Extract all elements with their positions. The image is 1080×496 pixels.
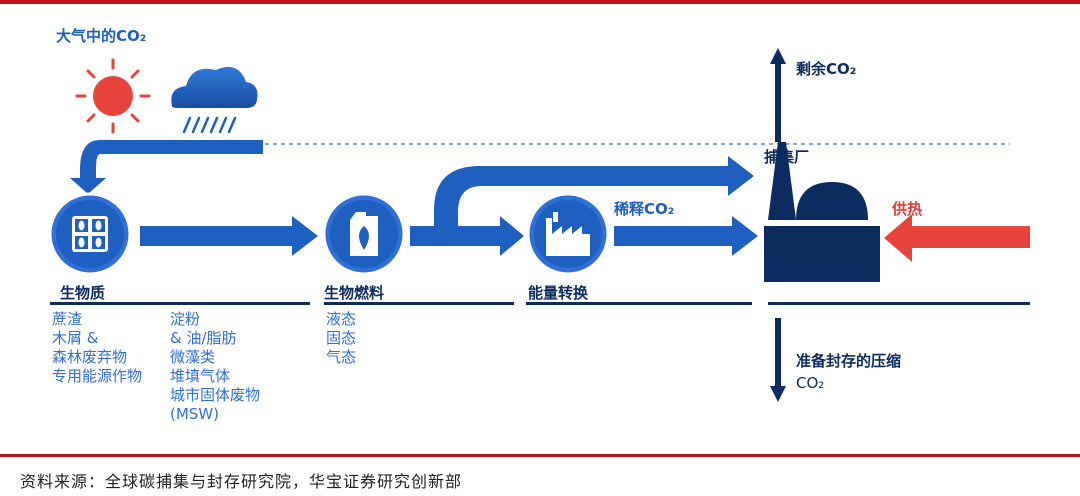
fuel-can-icon — [322, 192, 406, 276]
biofuel-to-energy-arrow — [410, 216, 524, 256]
list-item: 液态 — [326, 310, 357, 328]
residual-co2-arrow — [770, 48, 786, 142]
biomass-extra-list: 淀粉 & 油/脂肪 微藻类 堆填气体 城市固体废物 (MSW) — [170, 310, 260, 424]
heat-supply-arrow — [884, 214, 1030, 262]
energy-to-capture-arrow — [614, 216, 758, 256]
residual-co2-label: 剩余CO₂ — [796, 60, 857, 78]
factory-icon — [526, 192, 610, 276]
atmosphere-label: 大气中的CO₂ — [56, 27, 147, 45]
list-item: 气态 — [326, 348, 357, 366]
stage-baselines — [50, 302, 1030, 305]
energy-label: 能量转换 — [528, 284, 589, 302]
sun-icon — [75, 58, 151, 134]
bottom-border — [0, 454, 1080, 457]
list-item: & 油/脂肪 — [170, 329, 237, 347]
storage-label: 准备封存的压缩 CO₂ — [796, 350, 901, 394]
biomass-label: 生物质 — [60, 284, 106, 302]
list-item: 专用能源作物 — [52, 367, 143, 385]
list-item: 堆填气体 — [170, 367, 231, 385]
biomass-to-biofuel-arrow — [140, 216, 318, 256]
storage-label-line1: 准备封存的压缩 — [796, 352, 902, 370]
storage-label-line2: CO₂ — [796, 374, 825, 392]
heat-supply-label: 供热 — [892, 200, 923, 218]
biomass-icon — [48, 192, 132, 276]
biofuel-states-list: 液态 固态 气态 — [326, 310, 356, 367]
diluted-co2-label: 稀释CO₂ — [614, 200, 675, 218]
list-item: 淀粉 — [170, 310, 201, 328]
list-item: 森林废弃物 — [52, 348, 128, 366]
source-note: 资料来源：全球碳捕集与封存研究院，华宝证券研究创新部 — [20, 472, 463, 491]
list-item: 木屑 & — [52, 329, 99, 347]
list-item: 微藻类 — [170, 348, 216, 366]
list-item: (MSW) — [170, 405, 219, 423]
capture-plant-label: 捕集厂 — [764, 148, 810, 166]
storage-co2-arrow — [770, 318, 786, 402]
list-item: 城市固体废物 — [170, 386, 261, 404]
top-border — [0, 0, 1080, 4]
atmosphere-to-biomass-arrow — [70, 140, 263, 194]
biomass-sources-list: 蔗渣 木屑 & 森林废弃物 专用能源作物 — [52, 310, 142, 386]
capture-plant — [764, 142, 880, 282]
bypass-to-capture-arrow — [434, 156, 754, 226]
list-item: 固态 — [326, 329, 357, 347]
rain-cloud-icon — [171, 66, 258, 134]
biofuel-label: 生物燃料 — [324, 284, 385, 302]
list-item: 蔗渣 — [52, 310, 83, 328]
